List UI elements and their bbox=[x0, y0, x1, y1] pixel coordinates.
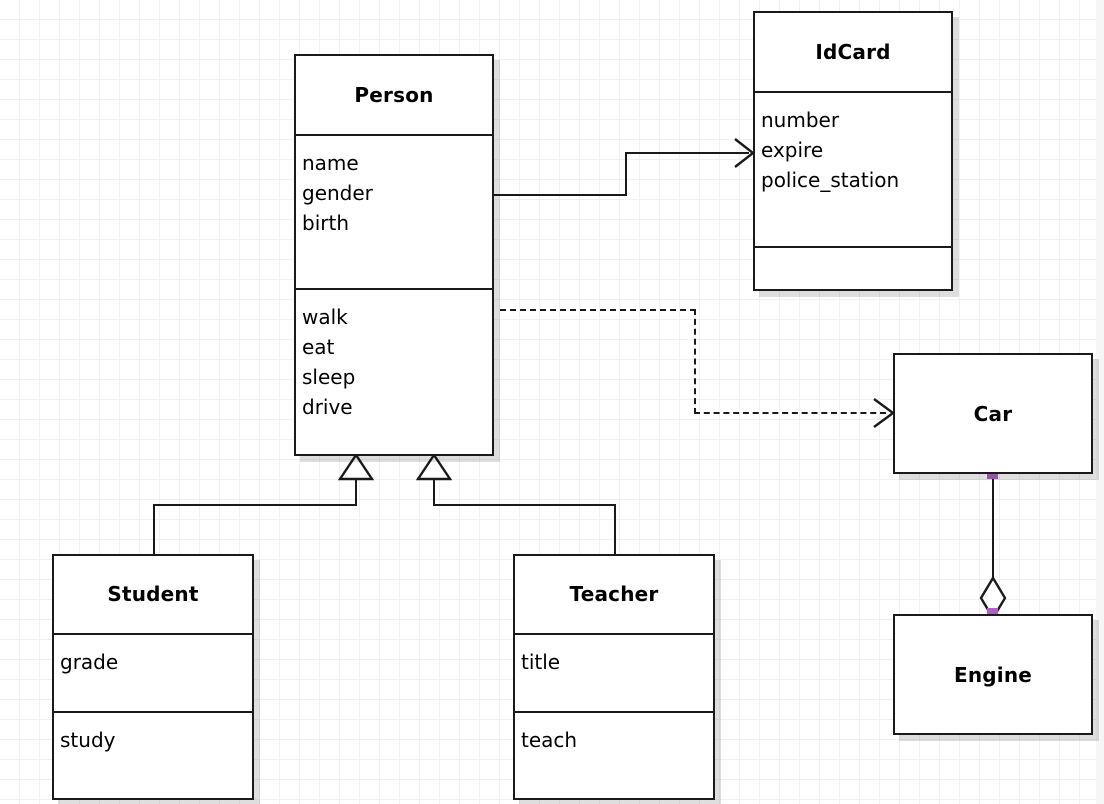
class-title-car: Car bbox=[973, 401, 1013, 426]
assoc-person-idcard-seg2 bbox=[625, 152, 627, 196]
class-box-engine[interactable]: Engine bbox=[893, 614, 1093, 735]
gen-teacher-person-seg1 bbox=[433, 470, 435, 506]
assoc-person-idcard-seg3 bbox=[625, 152, 749, 154]
class-box-student[interactable]: Student grade study bbox=[52, 554, 254, 800]
attribute-item: police_station bbox=[761, 168, 900, 192]
gen-teacher-person-seg3 bbox=[614, 504, 616, 555]
gen-student-person-seg1 bbox=[355, 470, 357, 506]
class-methods-student: study bbox=[54, 711, 252, 798]
class-attributes-person: name gender birth bbox=[296, 133, 492, 288]
attribute-item: grade bbox=[60, 649, 119, 674]
method-item: eat bbox=[302, 334, 335, 359]
attribute-item: title bbox=[521, 649, 561, 674]
attribute-item: number bbox=[761, 108, 840, 132]
dep-person-car-seg2 bbox=[694, 309, 696, 414]
gen-student-person-seg2 bbox=[153, 504, 357, 506]
link-handle-engine-end[interactable] bbox=[987, 608, 998, 619]
method-item: walk bbox=[302, 304, 348, 329]
class-title-teacher: Teacher bbox=[569, 582, 659, 607]
class-title-idcard: IdCard bbox=[815, 40, 891, 64]
attribute-item: name bbox=[302, 150, 359, 175]
class-box-person[interactable]: Person name gender birth walk eat sleep … bbox=[294, 54, 494, 456]
class-attributes-idcard: number expire police_station bbox=[755, 91, 951, 246]
class-box-idcard[interactable]: IdCard number expire police_station bbox=[753, 11, 953, 291]
class-box-teacher[interactable]: Teacher title teach bbox=[513, 554, 715, 800]
class-title-person: Person bbox=[354, 82, 434, 107]
class-methods-person: walk eat sleep drive bbox=[296, 287, 492, 454]
dep-person-car-seg1 bbox=[500, 309, 696, 311]
class-title-engine: Engine bbox=[953, 662, 1033, 687]
class-methods-idcard bbox=[755, 246, 951, 289]
class-box-car[interactable]: Car bbox=[893, 353, 1093, 474]
method-item: drive bbox=[302, 394, 353, 419]
class-methods-teacher: teach bbox=[515, 711, 713, 798]
method-item: sleep bbox=[302, 364, 356, 389]
attribute-item: gender bbox=[302, 180, 373, 205]
canvas-right-edge bbox=[1096, 0, 1104, 804]
attribute-item: expire bbox=[761, 138, 824, 162]
attribute-item: birth bbox=[302, 210, 349, 235]
gen-student-person-seg3 bbox=[153, 504, 155, 555]
class-title-student: Student bbox=[107, 582, 199, 607]
gen-teacher-person-seg2 bbox=[433, 504, 616, 506]
assoc-person-idcard-seg1 bbox=[494, 194, 627, 196]
method-item: study bbox=[60, 728, 116, 753]
agg-car-engine-line bbox=[992, 472, 994, 582]
class-attributes-teacher: title bbox=[515, 632, 713, 712]
dep-person-car-seg3 bbox=[694, 412, 886, 414]
class-attributes-student: grade bbox=[54, 632, 252, 712]
method-item: teach bbox=[521, 728, 578, 753]
